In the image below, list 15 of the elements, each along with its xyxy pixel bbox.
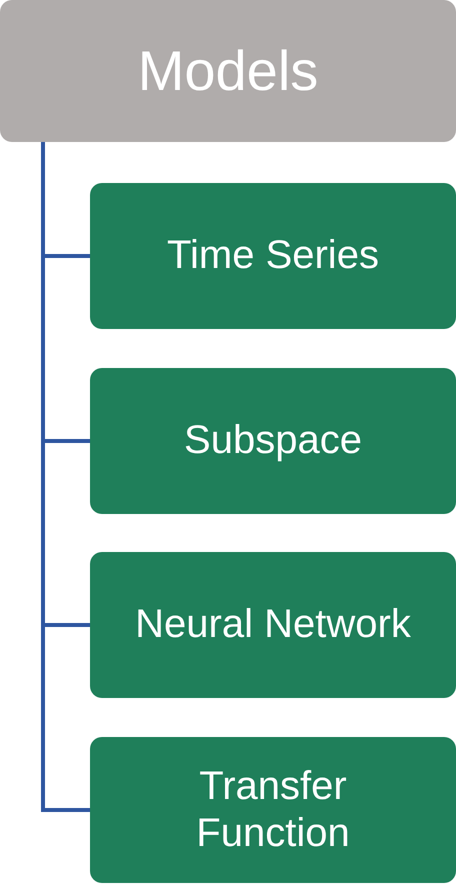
model-box bbox=[90, 368, 456, 514]
connector-line bbox=[43, 254, 90, 258]
model-box bbox=[90, 183, 456, 329]
model-box bbox=[90, 737, 456, 883]
box-label: Neural Network bbox=[135, 601, 411, 648]
box-label: Time Series bbox=[167, 232, 379, 280]
title-text: Models bbox=[138, 38, 318, 104]
model-box bbox=[90, 552, 456, 698]
box-label: Subspace bbox=[184, 417, 362, 464]
connector-line bbox=[43, 439, 90, 443]
root-box bbox=[0, 0, 456, 142]
connector-line bbox=[43, 623, 90, 627]
box-label: Transfer Function bbox=[195, 762, 351, 857]
connector-line bbox=[43, 808, 90, 812]
connector-trunk bbox=[41, 142, 45, 812]
